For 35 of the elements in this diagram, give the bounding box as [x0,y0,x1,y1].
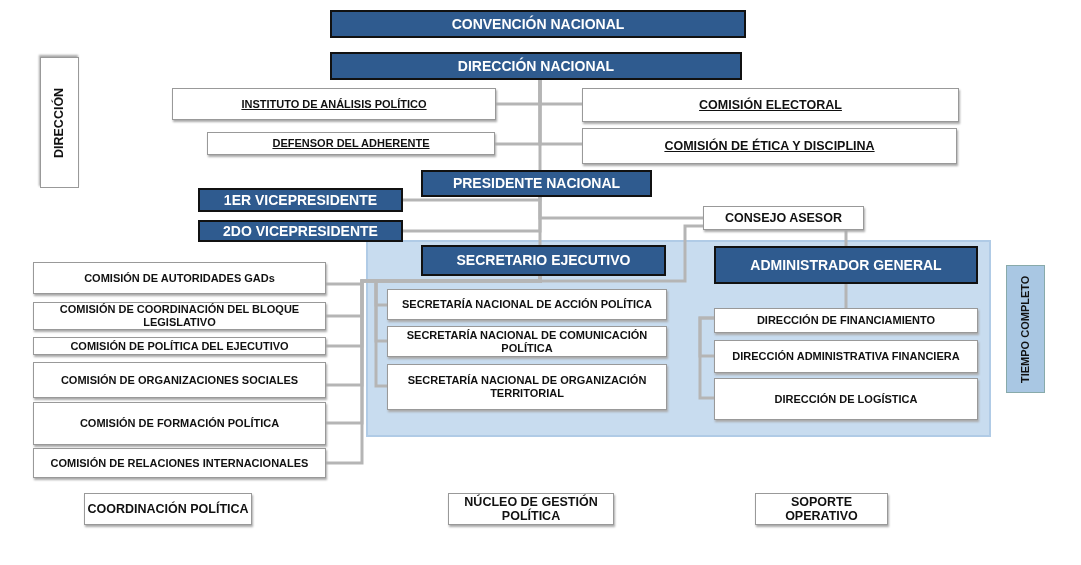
connector-line [844,284,848,308]
position-box: DEFENSOR DEL ADHERENTE [207,132,495,155]
position-box: INSTITUTO DE ANÁLISIS POLÍTICO [172,88,496,120]
position-box: DIRECCIÓN ADMINISTRATIVA FINANCIERA [714,340,978,373]
category-box: COORDINACIÓN POLÍTICA [84,493,252,525]
connector-line [698,316,714,400]
position-box: COMISIÓN DE FORMACIÓN POLÍTICA [33,402,326,445]
position-box: SECRETARÍA NACIONAL DE COMUNICACIÓN POLÍTICA [387,326,667,357]
position-box: SECRETARÍA NACIONAL DE ORGANIZACIÓN TERRITORIAL [387,364,667,410]
side-label-box: DIRECCIÓN [40,57,79,188]
position-box: SECRETARIO EJECUTIVO [421,245,666,276]
position-box: ADMINISTRADOR GENERAL [714,246,978,284]
position-box: COMISIÓN DE ÉTICA Y DISCIPLINA [582,128,957,164]
position-box: CONVENCIÓN NACIONAL [330,10,746,38]
position-box: DIRECCIÓN NACIONAL [330,52,742,80]
connector-line [538,80,542,170]
category-box: NÚCLEO DE GESTIÓN POLÍTICA [448,493,614,525]
category-box: SOPORTE OPERATIVO [755,493,888,525]
section-panel [366,240,991,437]
position-box: DIRECCIÓN DE LOGÍSTICA [714,378,978,420]
position-box: PRESIDENTE NACIONAL [421,170,652,197]
connector-line [844,230,848,246]
side-label-box: TIEMPO COMPLETO [1006,265,1045,393]
position-box: COMISIÓN DE COORDINACIÓN DEL BLOQUE LEGISLATIVO [33,302,326,330]
position-box: COMISIÓN DE POLÍTICA DEL EJECUTIVO [33,337,326,355]
position-box: SECRETARÍA NACIONAL DE ACCIÓN POLÍTICA [387,289,667,320]
position-box: 1ER VICEPRESIDENTE [198,188,403,212]
position-box: COMISIÓN DE AUTORIDADES GADs [33,262,326,294]
connector-line [403,197,542,202]
position-box: CONSEJO ASESOR [703,206,864,230]
position-box: COMISIÓN DE RELACIONES INTERNACIONALES [33,448,326,478]
position-box: COMISIÓN DE ORGANIZACIONES SOCIALES [33,362,326,398]
position-box: COMISIÓN ELECTORAL [582,88,959,122]
position-box: DIRECCIÓN DE FINANCIAMIENTO [714,308,978,333]
position-box: 2DO VICEPRESIDENTE [198,220,403,242]
